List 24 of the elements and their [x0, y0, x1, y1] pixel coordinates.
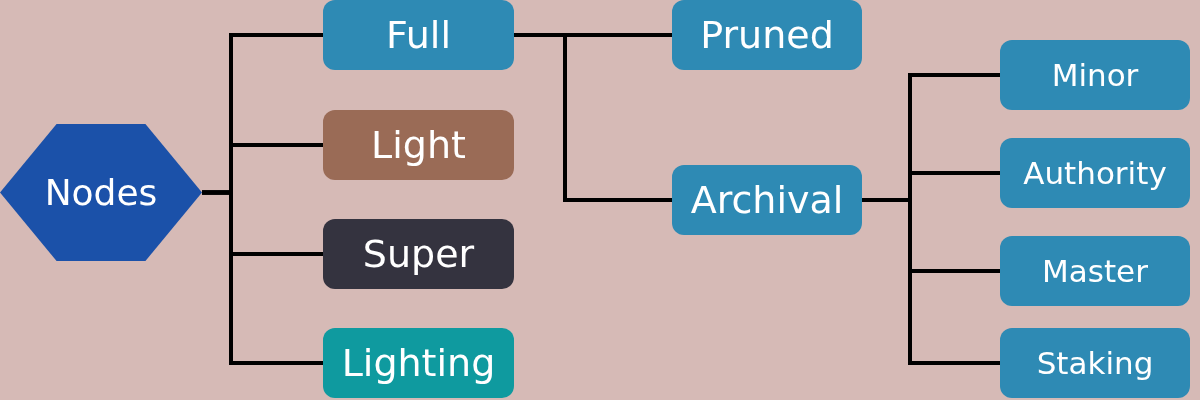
node-label: Pruned: [700, 13, 834, 57]
node-label: Super: [362, 232, 475, 276]
node-label: Minor: [1051, 57, 1139, 93]
node-label: Nodes: [44, 172, 158, 213]
node-label: Full: [386, 13, 451, 57]
node-box: [323, 0, 514, 70]
node-box: [1000, 328, 1190, 398]
node-box: [323, 328, 514, 398]
node-box: [672, 165, 862, 235]
node-label: Staking: [1036, 345, 1154, 381]
node-box: [1000, 138, 1190, 208]
connector-line: [202, 190, 323, 365]
node-label: Master: [1042, 253, 1148, 289]
node-label: Light: [371, 123, 466, 167]
hexagon-node: [0, 124, 202, 261]
node-box: [672, 0, 862, 70]
node-box: [323, 110, 514, 180]
node-box: [1000, 40, 1190, 110]
node-label: Lighting: [341, 341, 496, 385]
node-label: Archival: [690, 178, 844, 222]
node-label: Authority: [1023, 155, 1167, 191]
node-box: [1000, 236, 1190, 306]
connector-line: [514, 33, 672, 202]
node-box: [323, 219, 514, 289]
